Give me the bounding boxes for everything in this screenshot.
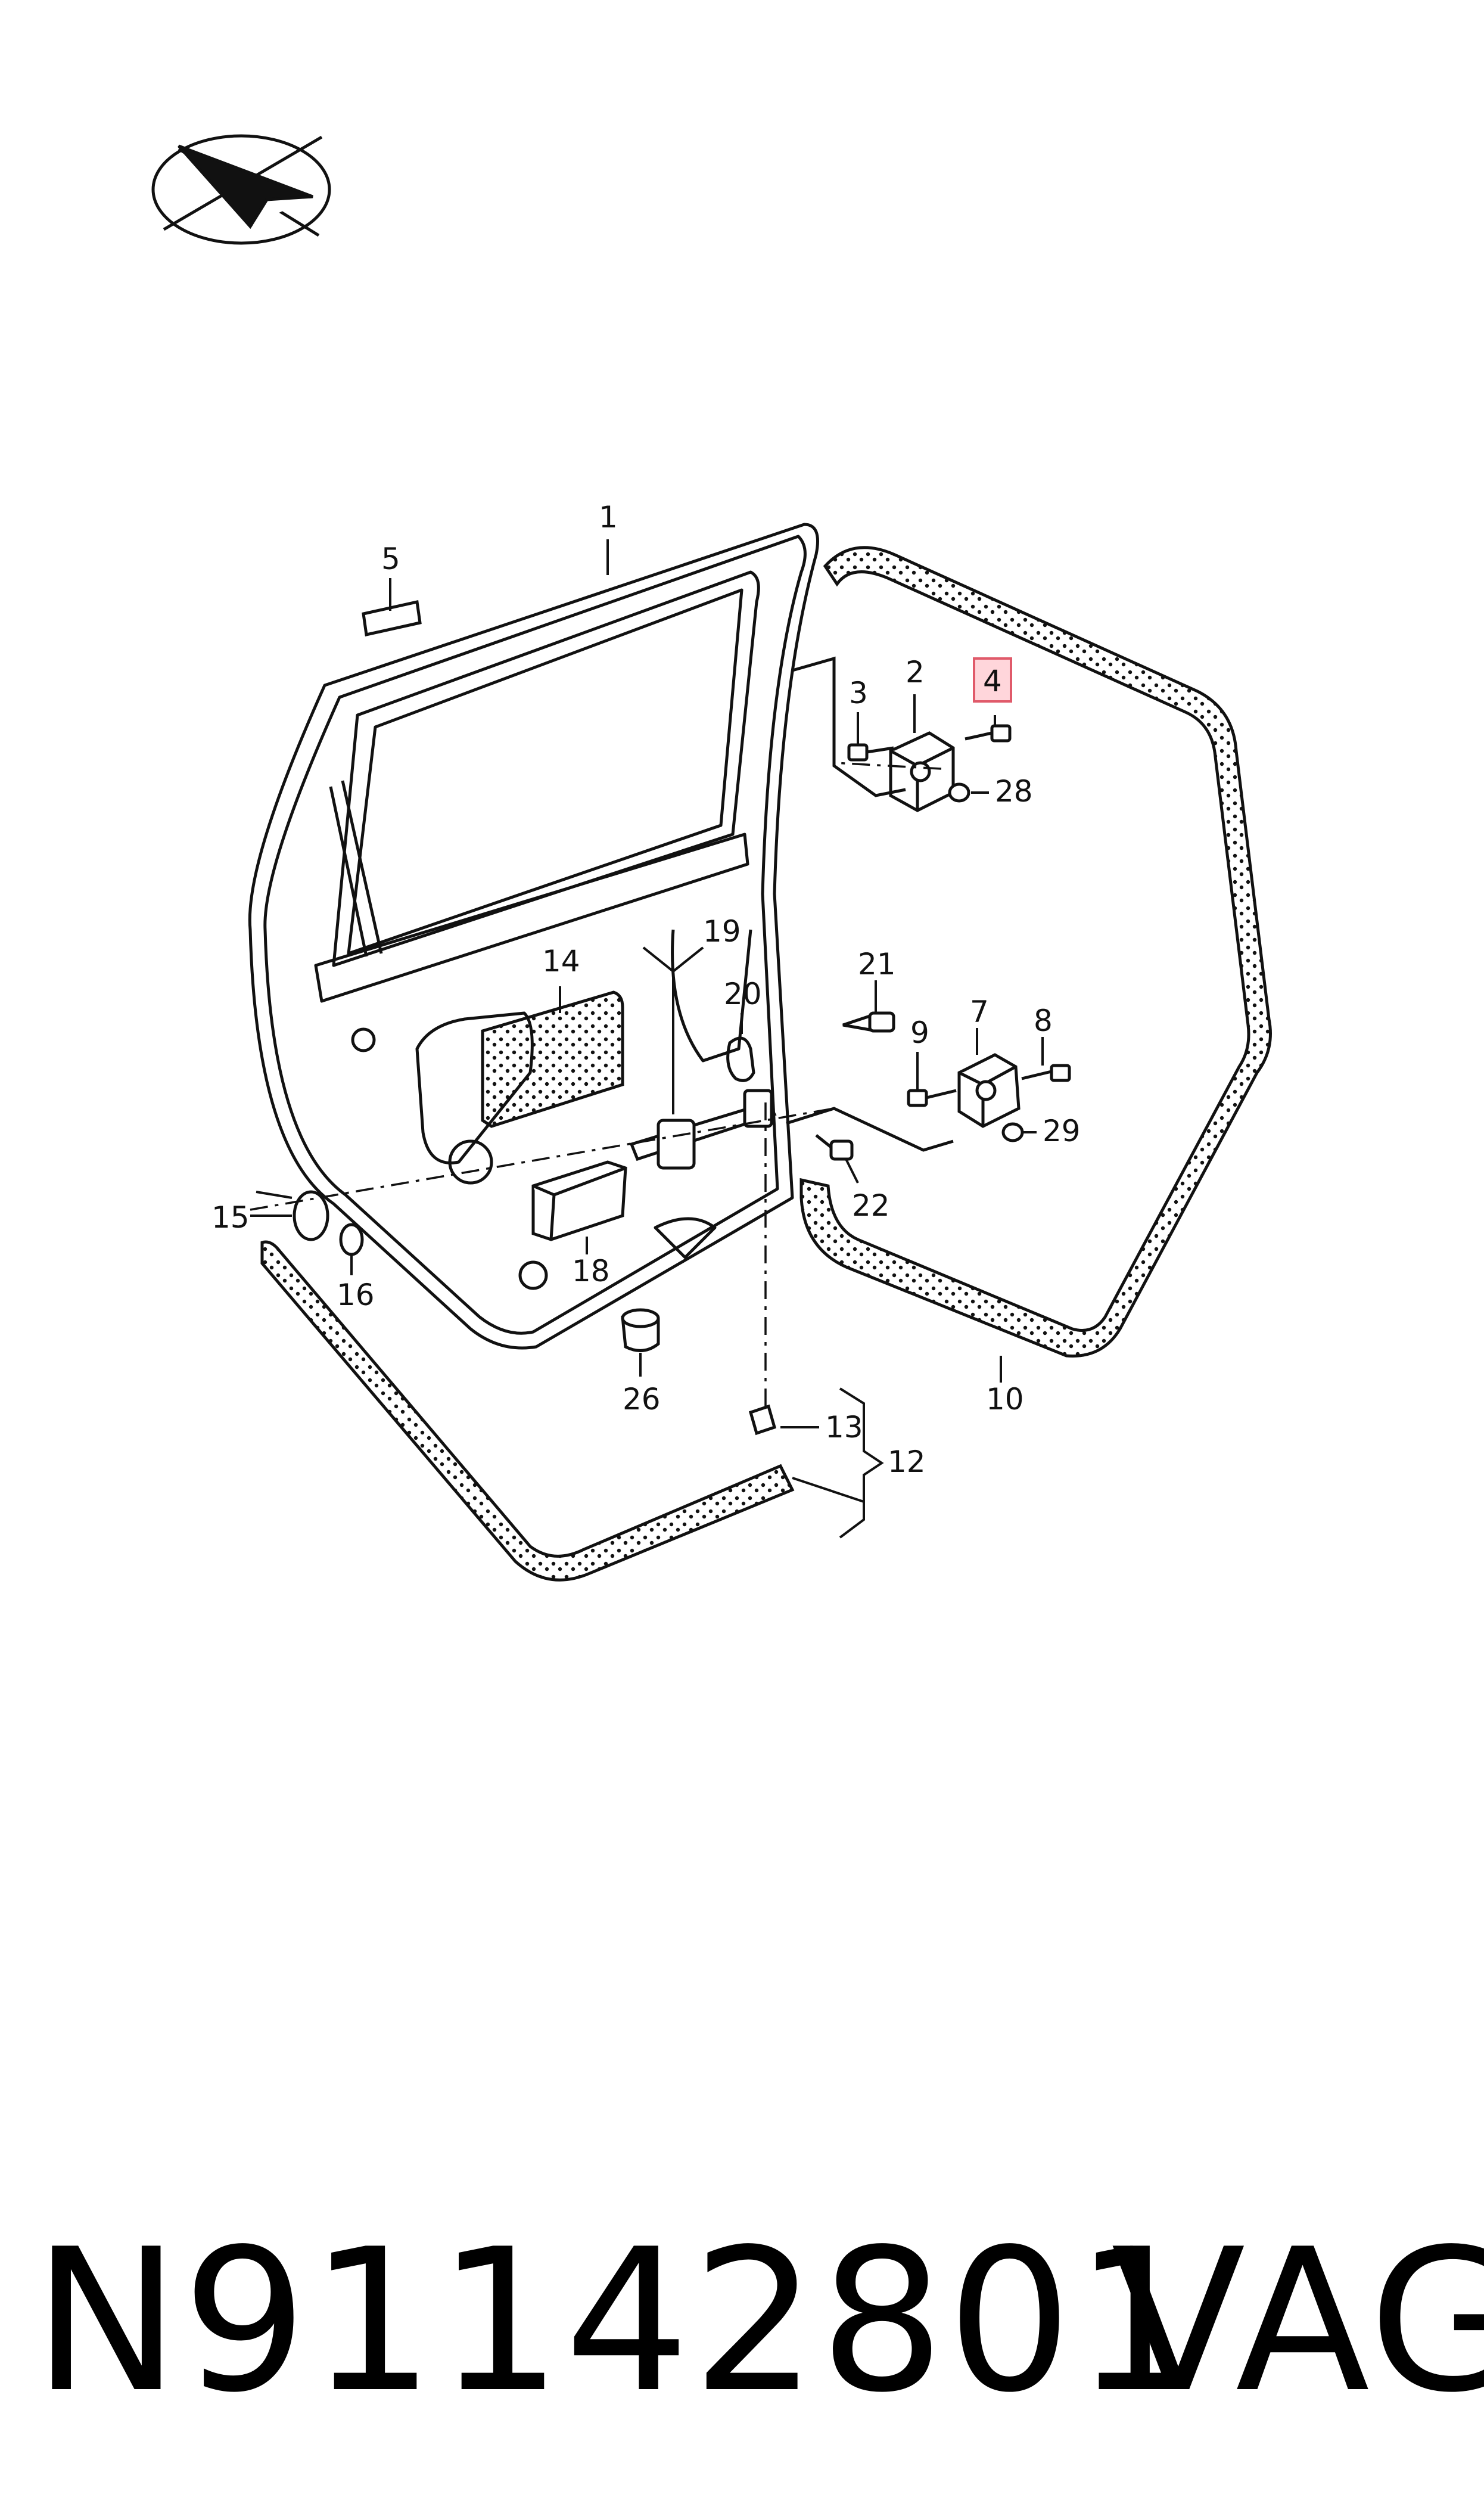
callout-19: 19 [703, 914, 741, 949]
callout-21: 21 [858, 947, 896, 981]
callout-8: 8 [1034, 1004, 1053, 1038]
seal-20 [726, 1036, 755, 1082]
door-seal-10 [799, 546, 1272, 1358]
plug-16 [339, 1223, 364, 1256]
callout-7: 7 [970, 995, 989, 1029]
part-number: N91142801 [33, 2207, 1202, 2436]
callout-22: 22 [852, 1188, 890, 1223]
lower-hinge-7 [957, 1053, 1021, 1128]
callout-leaders [250, 539, 1044, 1539]
cap-28 [948, 782, 970, 803]
door-check-strap-19 [629, 1089, 777, 1170]
callout-28: 28 [995, 774, 1033, 809]
callout-20: 20 [724, 977, 762, 1011]
upper-hinge-bracket [792, 656, 906, 797]
highlight-box [973, 657, 1012, 703]
upper-hinge-2 [889, 731, 955, 812]
bolt-4 [965, 724, 1012, 743]
buffer-26 [621, 1308, 660, 1352]
callout-12: 12 [888, 1445, 926, 1479]
brand-name: VAG [1111, 2207, 1484, 2436]
callout-15: 15 [211, 1200, 250, 1235]
callout-1: 1 [599, 500, 618, 535]
callout-16: 16 [337, 1278, 375, 1312]
door-shell [248, 523, 819, 1350]
callout-3: 3 [849, 676, 868, 710]
lower-hinge-bracket [786, 1107, 954, 1152]
door-lock-18 [531, 1160, 627, 1241]
callout-26: 26 [623, 1382, 661, 1417]
callout-29: 29 [1043, 1114, 1081, 1148]
plug-15 [293, 1190, 329, 1241]
callout-5: 5 [381, 542, 400, 576]
callout-9: 9 [910, 1015, 929, 1050]
bolt-9 [907, 1089, 957, 1107]
callout-14: 14 [542, 944, 580, 979]
callout-10: 10 [986, 1382, 1024, 1417]
screw-21 [842, 1011, 895, 1033]
callout-2: 2 [906, 655, 925, 689]
cap-29 [1001, 1122, 1024, 1142]
label-5 [362, 600, 422, 637]
bolt-3 [847, 743, 894, 762]
screw-22 [815, 1134, 854, 1161]
bolt-8 [1021, 1064, 1071, 1082]
clip-13 [748, 1404, 777, 1436]
door-seal-12 [260, 1240, 795, 1582]
orientation-arrow-icon [151, 134, 331, 245]
callout-4: 4 [983, 664, 1002, 698]
callout-18: 18 [572, 1254, 610, 1288]
assembly-lines [250, 762, 942, 1412]
sound-insulation-14 [481, 990, 624, 1128]
callout-13: 13 [825, 1410, 863, 1445]
